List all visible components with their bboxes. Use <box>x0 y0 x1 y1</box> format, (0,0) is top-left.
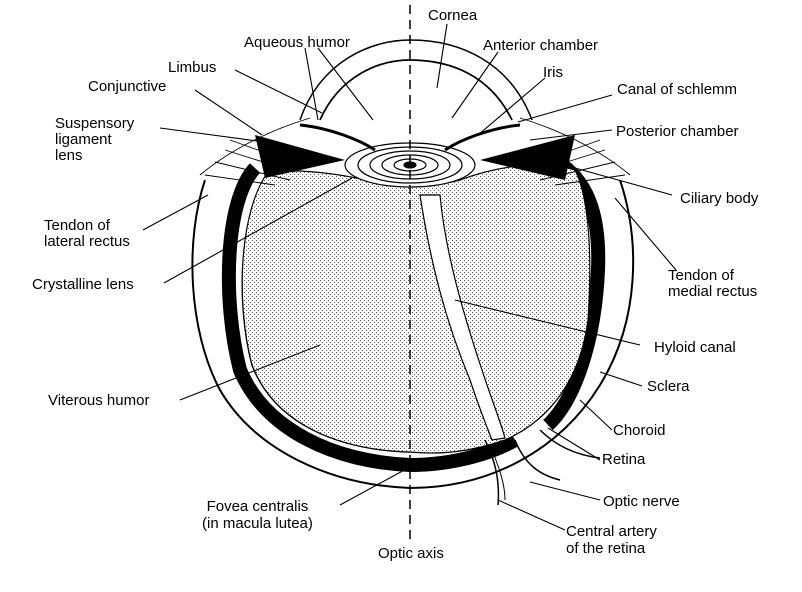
cornea-outline <box>319 59 513 121</box>
label-tendon-medial-rectus: Tendon of medial rectus <box>668 268 757 300</box>
suspensory-ligaments <box>199 117 631 186</box>
label-central-artery-line1: Central artery <box>566 523 657 540</box>
label-ciliary-body: Ciliary body <box>680 190 759 207</box>
optic-nerve-shape <box>484 429 601 506</box>
vitreous-humor <box>241 164 591 454</box>
ciliary-body-right <box>480 135 575 180</box>
iris-right <box>444 123 521 152</box>
label-optic-axis: Optic axis <box>378 545 444 562</box>
label-suspensory-ligament-lens: Suspensory ligament lens <box>55 116 134 164</box>
label-tendon-lateral-rectus: Tendon of lateral rectus <box>44 218 130 250</box>
label-fovea-centralis: Fovea centralis (in macula lutea) <box>202 498 313 532</box>
label-aqueous-humor: Aqueous humor <box>244 34 350 51</box>
label-tendon-lateral-line1: Tendon of <box>44 217 110 234</box>
iris-left <box>299 123 376 152</box>
label-tendon-medial-line2: medial rectus <box>668 283 758 300</box>
label-suspensory-line1: Suspensory <box>55 115 135 132</box>
crystalline-lens-shape <box>344 142 476 188</box>
label-central-artery-line2: of the retina <box>566 540 646 557</box>
label-hyloid-canal: Hyloid canal <box>654 339 736 356</box>
label-suspensory-line3: lens <box>55 147 83 164</box>
leader-lines <box>142 23 677 531</box>
label-sclera: Sclera <box>647 378 690 395</box>
label-crystalline-lens: Crystalline lens <box>32 276 134 293</box>
label-iris: Iris <box>543 64 563 81</box>
label-viterous-humor: Viterous humor <box>48 392 150 409</box>
label-optic-nerve: Optic nerve <box>603 493 680 510</box>
choroid-band <box>221 163 519 473</box>
choroid-band-right <box>543 159 606 431</box>
label-canal-of-schlemm: Canal of schlemm <box>617 81 738 98</box>
label-central-artery: Central artery of the retina <box>566 523 657 557</box>
label-choroid: Choroid <box>613 422 666 439</box>
ciliary-body-left <box>255 135 345 178</box>
label-tendon-lateral-line2: lateral rectus <box>44 233 130 250</box>
label-fovea-line1: Fovea centralis <box>206 498 309 515</box>
label-retina: Retina <box>602 451 646 468</box>
label-posterior-chamber: Posterior chamber <box>616 123 739 140</box>
label-suspensory-line2: ligament <box>55 131 112 148</box>
hyloid-canal-shape <box>419 194 506 441</box>
label-limbus: Limbus <box>168 59 217 76</box>
label-fovea-line2: (in macula lutea) <box>202 515 313 532</box>
label-cornea: Cornea <box>428 7 478 24</box>
label-anterior-chamber: Anterior chamber <box>483 37 599 54</box>
label-tendon-medial-line1: Tendon of <box>668 267 734 284</box>
label-conjunctive: Conjunctive <box>88 78 167 95</box>
